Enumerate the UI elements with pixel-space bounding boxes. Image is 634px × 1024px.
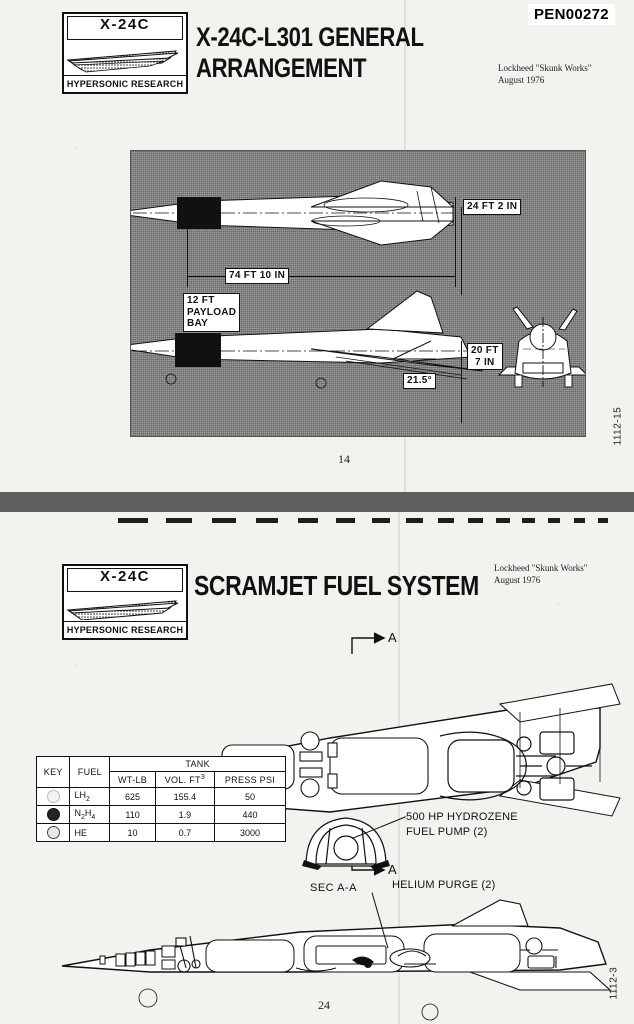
torn-edge: [0, 512, 634, 536]
x24c-logo: X-24C HYPERSONIC RESEARCH: [62, 12, 188, 94]
col-press-psi: PRESS PSI: [213, 771, 287, 788]
length-dim-tick-left: [187, 197, 188, 287]
key-symbol-lh2: [35, 787, 71, 806]
fuel-tank-table: KEY FUEL TANK WT-LB VOL. FT3 PRESS PSI L…: [35, 756, 287, 842]
credit-line-1: Lockheed "Skunk Works": [498, 63, 592, 73]
span-upper-line: [461, 207, 462, 295]
dim-overall-length: 74 FT 10 IN: [225, 268, 290, 284]
general-arrangement-drawing: 74 FT 10 IN 12 FT PAYLOAD BAY 24 FT 2 IN…: [130, 150, 586, 437]
press-lh2: 50: [213, 787, 287, 806]
length-dim-tick-right: [455, 197, 456, 287]
col-fuel: FUEL: [69, 756, 111, 788]
logo-inner-box: [67, 16, 183, 40]
page-separator: [0, 492, 634, 512]
col-wt-lb: WT-LB: [109, 771, 156, 788]
table-group-header-row: KEY FUEL TANK: [35, 756, 286, 788]
page-number-2: 24: [318, 998, 330, 1012]
credit-block-2: Lockheed "Skunk Works" August 1976: [494, 562, 587, 586]
page-title: X-24C-L301 GENERAL ARRANGEMENT: [196, 22, 424, 83]
logo-inner-box-2: [67, 568, 183, 592]
dim-sweep-angle: 21.5°: [403, 373, 436, 389]
logo-designation: X-24C: [99, 16, 151, 33]
logo-subtitle: HYPERSONIC RESEARCH: [64, 75, 186, 92]
col-vol-ft3: VOL. FT3: [154, 771, 215, 788]
fuel-system-side-view: [61, 899, 612, 1021]
group-header-tank: TANK: [109, 756, 286, 772]
length-dim-line: [187, 276, 455, 277]
section-arrow-lower: A: [388, 862, 397, 877]
table-row: N2H4 110 1.9 440: [35, 805, 287, 824]
drawing-code-2: 1112-3: [608, 966, 620, 1000]
sheet-general-arrangement: PEN00272 X-24C HYPERSONIC RESEARCH X-24C…: [0, 0, 634, 492]
vol-he: 0.7: [154, 823, 215, 842]
page-number: 14: [338, 452, 350, 466]
callout-helium-purge: HELIUM PURGE (2): [392, 879, 496, 891]
vol-n2h4: 1.9: [154, 805, 215, 824]
wt-lh2: 625: [109, 787, 156, 806]
table-header-row: WT-LB VOL. FT3 PRESS PSI: [37, 771, 287, 788]
drawing-code: 1112-15: [612, 406, 624, 446]
logo-designation-2: X-24C: [99, 568, 151, 585]
wt-n2h4: 110: [109, 805, 156, 824]
credit-line-2: August 1976: [498, 75, 545, 86]
table-row: LH2 625 155.4 50: [35, 787, 287, 806]
section-aa-label: SEC A-A: [310, 882, 357, 894]
section-aa-view: [302, 817, 390, 870]
fuel-n2h4: N2H4: [69, 805, 111, 824]
ga-linework: [131, 180, 585, 389]
press-he: 3000: [213, 823, 287, 842]
lifting-body-silhouette-icon: [66, 34, 184, 74]
vol-lh2: 155.4: [154, 787, 215, 806]
lifting-body-silhouette-icon-2: [66, 586, 184, 620]
dim-span-upper: 24 FT 2 IN: [463, 199, 522, 215]
table-row: HE 10 0.7 3000: [35, 823, 287, 842]
credit-line-1b: Lockheed "Skunk Works": [494, 563, 588, 573]
col-key: KEY: [35, 756, 71, 788]
archive-stamp: PEN00272: [528, 4, 615, 25]
sheet-fuel-system: X-24C HYPERSONIC RESEARCH SCRAMJET FUEL …: [0, 512, 634, 1024]
dim-payload-bay: 12 FT PAYLOAD BAY: [183, 293, 241, 332]
x24c-logo-2: X-24C HYPERSONIC RESEARCH: [62, 564, 188, 640]
fuel-lh2: LH2: [69, 787, 111, 806]
key-symbol-n2h4: [35, 805, 71, 824]
wt-he: 10: [109, 823, 156, 842]
logo-subtitle-2: HYPERSONIC RESEARCH: [64, 621, 186, 638]
key-symbol-he: [35, 823, 71, 842]
press-n2h4: 440: [213, 805, 287, 824]
callout-fuel-pump: 500 HP HYDROZENE FUEL PUMP (2): [406, 811, 518, 838]
page-title-2: SCRAMJET FUEL SYSTEM: [194, 570, 479, 601]
span-lower-line: [461, 341, 462, 423]
fuel-he: HE: [69, 823, 111, 842]
credit-block: Lockheed "Skunk Works" August 1976: [498, 62, 591, 86]
credit-line-2b: August 1976: [494, 575, 541, 586]
dim-span-lower: 20 FT 7 IN: [467, 343, 503, 370]
section-arrow-upper: A: [388, 630, 397, 645]
